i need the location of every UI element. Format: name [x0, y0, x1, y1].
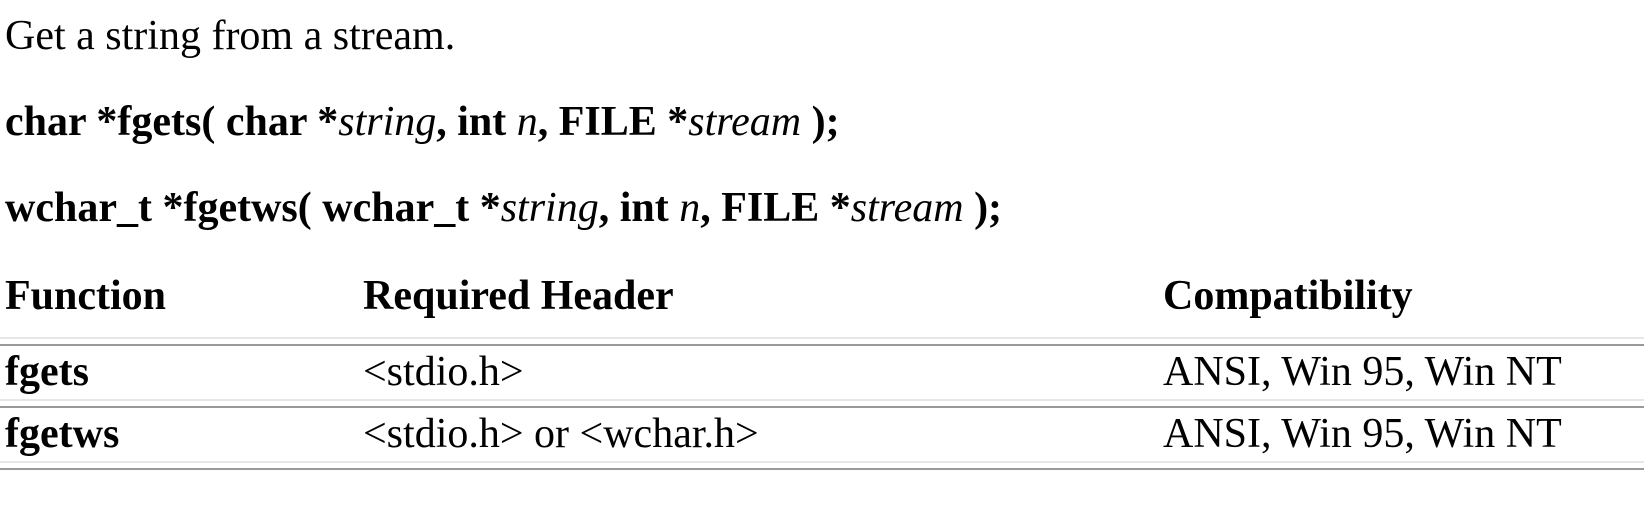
header-cell-function: Function: [5, 273, 167, 319]
param-n: n: [679, 185, 701, 231]
row-separator: [0, 399, 1644, 408]
cell-required-header: <stdio.h> or <wchar.h>: [363, 411, 759, 457]
code-segment: );: [963, 185, 1003, 231]
table-header-row: Function Required Header Compatibility: [0, 266, 1644, 337]
row-separator: [0, 461, 1644, 470]
cell-compatibility: ANSI, Win 95, Win NT: [1163, 411, 1562, 457]
cell-function-name: fgets: [5, 349, 89, 395]
code-segment: , FILE *: [700, 185, 851, 231]
cell-function-name: fgetws: [5, 411, 120, 457]
header-cell-compatibility: Compatibility: [1163, 273, 1413, 319]
compatibility-table: Function Required Header Compatibility f…: [0, 266, 1644, 470]
table-row-fgets: fgets <stdio.h> ANSI, Win 95, Win NT: [0, 346, 1644, 399]
function-prototype-fgets: char *fgets( char *string, int n, FILE *…: [0, 98, 1644, 146]
code-segment: wchar_t *fgetws( wchar_t *: [5, 185, 501, 231]
code-segment: , int: [598, 185, 680, 231]
header-cell-required-header: Required Header: [363, 273, 674, 319]
table-row-fgetws: fgetws <stdio.h> or <wchar.h> ANSI, Win …: [0, 408, 1644, 461]
cell-required-header: <stdio.h>: [363, 349, 524, 395]
code-segment: );: [801, 99, 840, 145]
param-n: n: [516, 99, 538, 145]
param-stream: stream: [850, 185, 964, 231]
code-segment: , int: [436, 99, 517, 145]
cell-compatibility: ANSI, Win 95, Win NT: [1163, 349, 1562, 395]
function-prototype-fgetws: wchar_t *fgetws( wchar_t *string, int n,…: [0, 184, 1644, 232]
param-string: string: [338, 99, 437, 145]
code-segment: , FILE *: [537, 99, 689, 145]
function-description: Get a string from a stream.: [5, 13, 456, 59]
param-string: string: [500, 185, 599, 231]
param-stream: stream: [688, 99, 802, 145]
row-separator: [0, 337, 1644, 346]
code-segment: char *fgets( char *: [5, 99, 339, 145]
